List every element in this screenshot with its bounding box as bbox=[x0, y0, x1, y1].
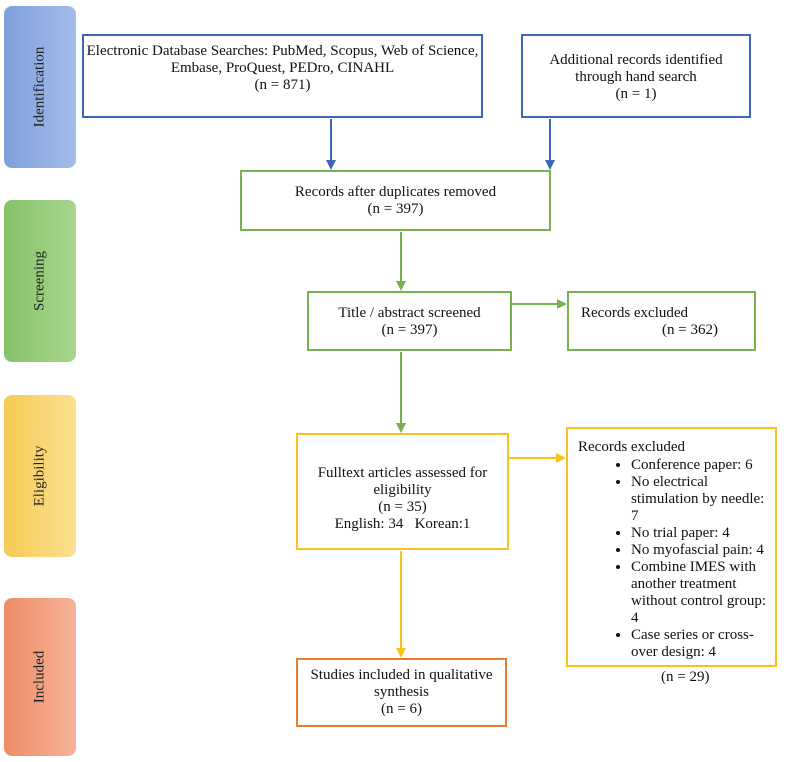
stage-screening: Screening bbox=[4, 200, 76, 362]
fulltext-assessed-box: Fulltext articles assessed for eligibili… bbox=[296, 433, 509, 550]
excluded-2-heading: Records excluded bbox=[578, 439, 686, 455]
included-line-1: Studies included in qualitative bbox=[310, 667, 493, 683]
title-abstract-screened-box: Title / abstract screened (n = 397) bbox=[307, 291, 512, 351]
exclusion-reason: No electrical stimulation by needle: 7 bbox=[631, 474, 769, 525]
duplicates-count: (n = 397) bbox=[367, 201, 424, 217]
fulltext-line-2: eligibility bbox=[373, 482, 432, 498]
exclusion-reason: Conference paper: 6 bbox=[631, 457, 769, 474]
hand-search-line-1: Additional records identified bbox=[549, 52, 723, 68]
included-count: (n = 6) bbox=[381, 701, 422, 717]
title-screen-count: (n = 397) bbox=[381, 322, 438, 338]
duplicates-line-1: Records after duplicates removed bbox=[294, 184, 497, 200]
stage-included: Included bbox=[4, 598, 76, 756]
exclusion-reason: No trial paper: 4 bbox=[631, 525, 769, 542]
records-excluded-eligibility-box: Records excluded Conference paper: 6 No … bbox=[566, 427, 777, 685]
database-line-2: Embase, ProQuest, PEDro, CINAHL bbox=[170, 60, 395, 76]
database-count: (n = 871) bbox=[254, 77, 311, 93]
fulltext-line-1: Fulltext articles assessed for bbox=[317, 465, 488, 481]
excluded-2-count: (n = 29) bbox=[661, 669, 710, 685]
excluded-1-count: (n = 362) bbox=[662, 322, 718, 338]
hand-search-box: Additional records identified through ha… bbox=[521, 34, 751, 118]
hand-search-line-2: through hand search bbox=[575, 69, 697, 85]
title-screen-line-1: Title / abstract screened bbox=[338, 305, 481, 321]
exclusion-reason: No myofascial pain: 4 bbox=[631, 542, 769, 559]
database-search-box: Electronic Database Searches: PubMed, Sc… bbox=[82, 34, 483, 118]
excluded-1-line-1: Records excluded bbox=[581, 305, 689, 321]
stage-eligibility: Eligibility bbox=[4, 395, 76, 557]
exclusion-reasons-list: Conference paper: 6 No electrical stimul… bbox=[578, 457, 769, 661]
exclusion-reason: Combine IMES with another treatment with… bbox=[631, 559, 769, 627]
records-excluded-screening-box: Records excluded (n = 362) bbox=[567, 291, 756, 351]
stage-identification: Identification bbox=[4, 6, 76, 168]
studies-included-box: Studies included in qualitative synthesi… bbox=[296, 658, 507, 727]
hand-search-count: (n = 1) bbox=[615, 86, 657, 102]
fulltext-language: English: 34 Korean:1 bbox=[334, 516, 471, 532]
duplicates-removed-box: Records after duplicates removed (n = 39… bbox=[240, 170, 551, 231]
included-line-2: synthesis bbox=[373, 684, 429, 700]
exclusion-reason: Case series or cross-over design: 4 bbox=[631, 627, 769, 661]
fulltext-count: (n = 35) bbox=[378, 499, 427, 515]
database-line-1: Electronic Database Searches: PubMed, Sc… bbox=[86, 43, 479, 59]
